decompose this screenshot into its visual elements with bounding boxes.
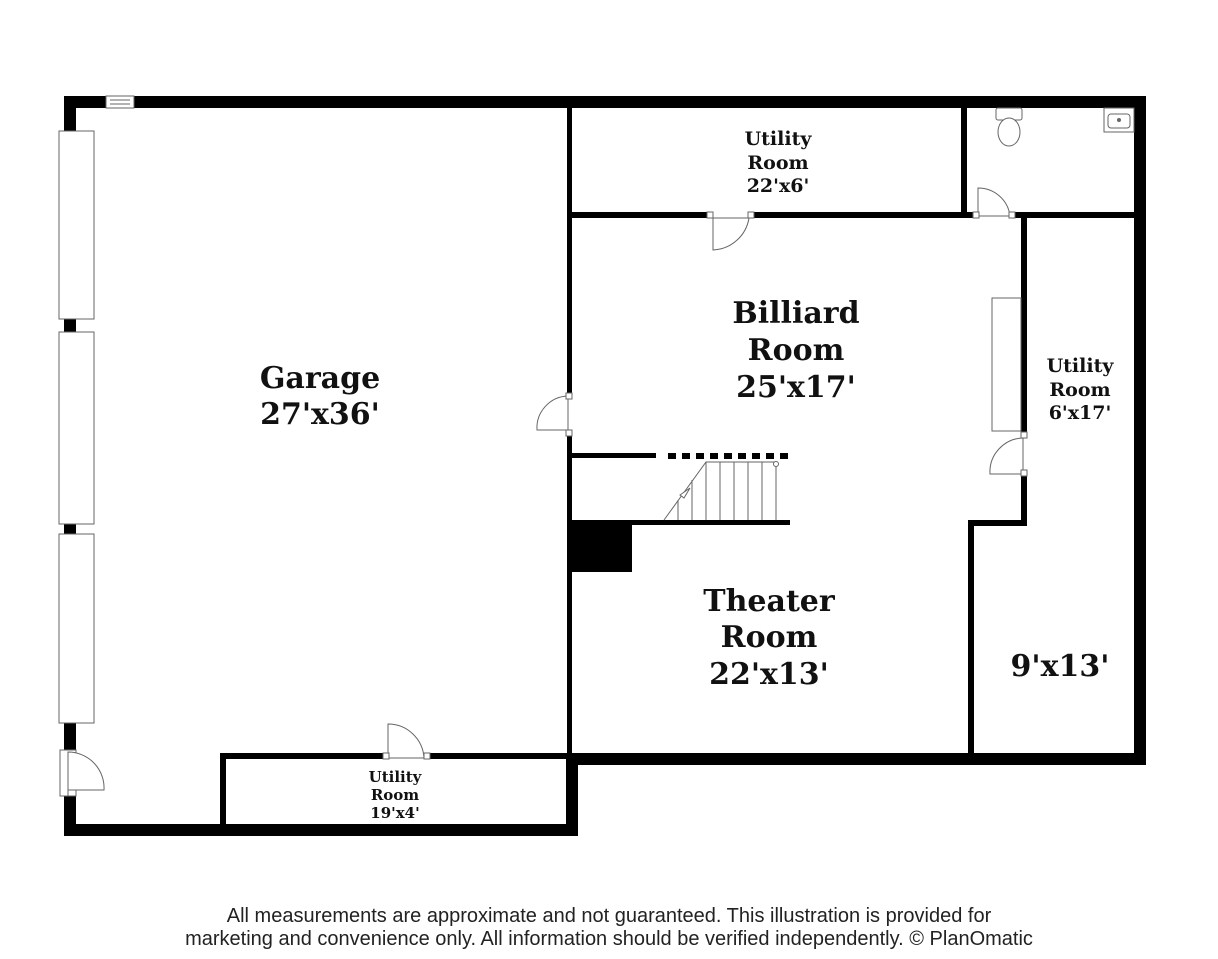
utility-right-name-1: Utility xyxy=(1047,355,1115,377)
room-utility-right: Utility Room 6'x17' xyxy=(1047,355,1115,424)
room-theater: Theater Room 22'x13' xyxy=(703,584,836,692)
billiard-name-2: Room xyxy=(748,333,845,368)
toilet-icon xyxy=(995,107,1023,147)
disclaimer: All measurements are approximate and not… xyxy=(0,905,1218,951)
utility-right-name-2: Room xyxy=(1049,379,1110,401)
room-unnamed: 9'x13' xyxy=(1011,649,1110,684)
billiard-name-1: Billiard xyxy=(732,296,859,331)
utility-bottom-name-2: Room xyxy=(371,786,419,804)
utility-top-dims: 22'x6' xyxy=(747,175,810,197)
theater-name-1: Theater xyxy=(703,584,836,619)
room-utility-bottom: Utility Room 19'x4' xyxy=(369,768,423,822)
disclaimer-line-2: marketing and convenience only. All info… xyxy=(185,928,1033,950)
utility-top-name-2: Room xyxy=(747,152,808,174)
sink-icon xyxy=(1103,107,1135,133)
interior-walls xyxy=(220,106,1136,831)
staircase xyxy=(663,461,779,521)
garage-name: Garage xyxy=(260,361,380,396)
utility-bottom-name-1: Utility xyxy=(369,768,423,786)
doors xyxy=(59,187,1028,797)
garage-doors xyxy=(58,95,135,724)
unnamed-room-dims: 9'x13' xyxy=(1011,649,1110,684)
wall-cabinet xyxy=(991,297,1022,432)
room-utility-top: Utility Room 22'x6' xyxy=(745,128,813,197)
stair-dashed-line xyxy=(668,453,788,459)
disclaimer-line-1: All measurements are approximate and not… xyxy=(226,905,992,927)
utility-top-name-1: Utility xyxy=(745,128,813,150)
garage-dims: 27'x36' xyxy=(260,397,380,432)
utility-right-dims: 6'x17' xyxy=(1049,402,1112,424)
room-billiard: Billiard Room 25'x17' xyxy=(732,296,859,405)
room-garage: Garage 27'x36' xyxy=(260,361,380,432)
billiard-dims: 25'x17' xyxy=(736,370,856,405)
utility-bottom-dims: 19'x4' xyxy=(370,804,419,822)
theater-dims: 22'x13' xyxy=(709,657,829,692)
theater-name-2: Room xyxy=(721,620,818,655)
